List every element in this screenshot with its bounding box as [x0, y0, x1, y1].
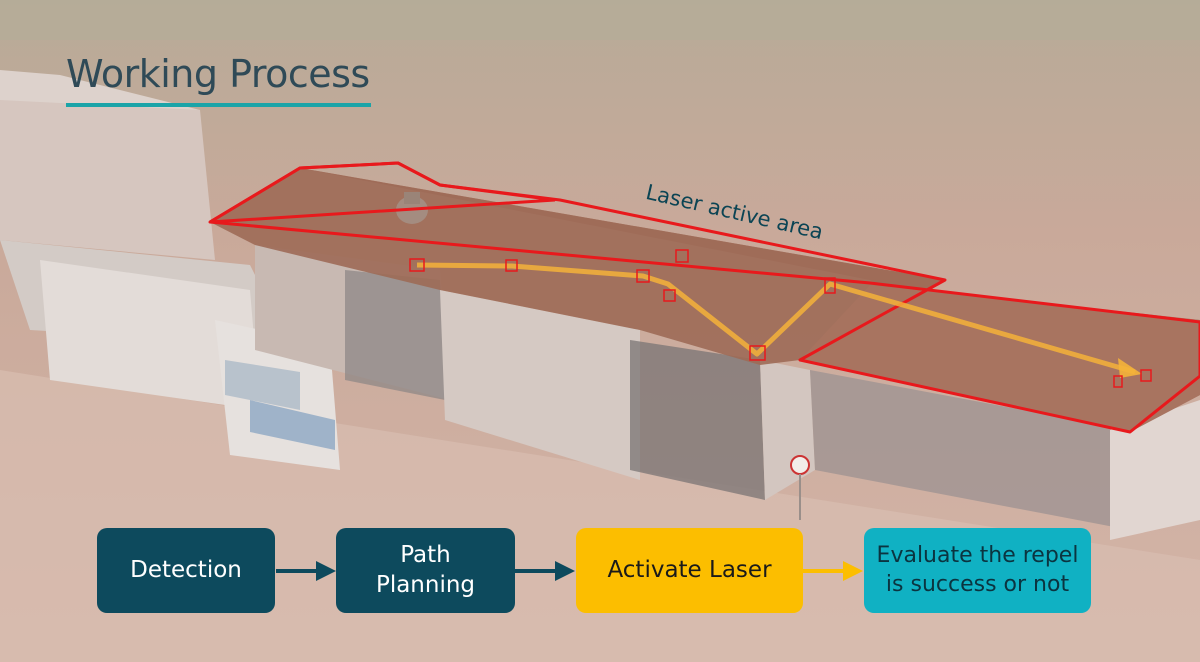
step-path-planning: Path Planning: [336, 528, 515, 613]
target-box: [675, 249, 689, 263]
target-box: [1140, 369, 1152, 382]
page-title: Working Process: [66, 52, 370, 96]
step-detection: Detection: [97, 528, 275, 613]
step-evaluate: Evaluate the repel is success or not: [864, 528, 1091, 613]
target-box: [505, 259, 518, 272]
target-box: [1113, 375, 1123, 388]
laser-path-arrowhead: [1118, 358, 1142, 378]
arrow-right-icon: [803, 561, 863, 581]
target-box: [636, 269, 650, 283]
step-activate-laser: Activate Laser: [576, 528, 803, 613]
warehouse: [255, 245, 1200, 540]
step-label: Evaluate the repel is success or not: [876, 542, 1079, 597]
target-box: [409, 258, 425, 272]
title-underline: [66, 103, 371, 107]
arrow-right-icon: [515, 561, 575, 581]
tank-building: [0, 85, 215, 260]
step-label: Activate Laser: [607, 556, 772, 583]
step-label: Detection: [130, 556, 242, 583]
tanker-truck: [0, 240, 340, 470]
laser-path: [416, 262, 1136, 375]
arrow-right-icon: [276, 561, 336, 581]
target-box: [824, 277, 836, 294]
step-label: Path Planning: [375, 541, 476, 598]
target-box: [749, 345, 766, 361]
target-box: [663, 289, 676, 302]
